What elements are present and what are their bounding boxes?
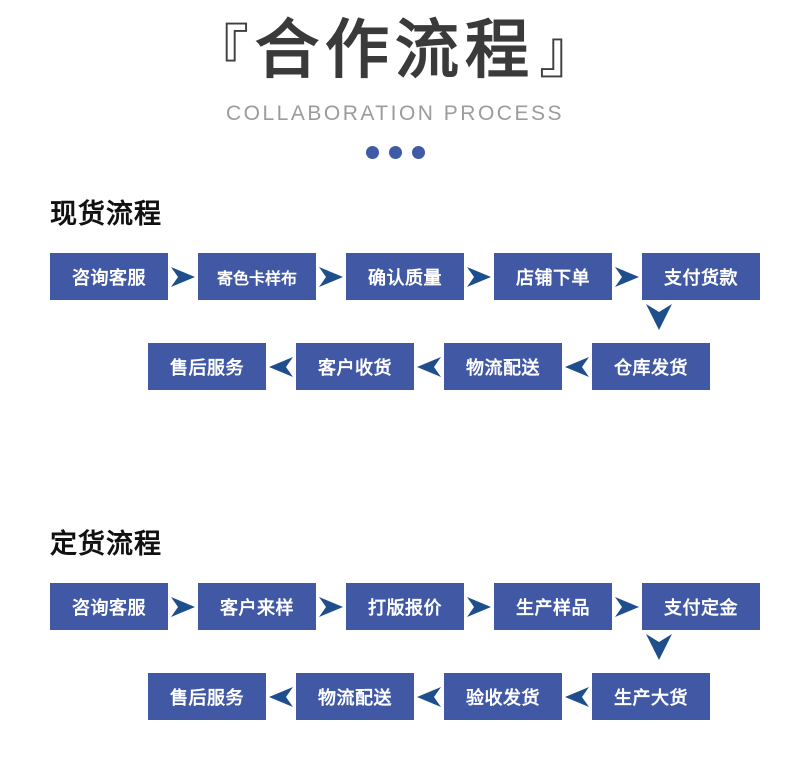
flow-step-box[interactable]: 客户来样	[198, 583, 316, 630]
dot-icon	[365, 145, 379, 159]
arrow-down-icon	[643, 302, 675, 332]
flow-step-box[interactable]: 售后服务	[148, 343, 266, 390]
flow-row-top: 咨询客服 客户来样 打版报价 生产样品 支付定金	[0, 583, 790, 630]
flow-step-box[interactable]: 物流配送	[296, 673, 414, 720]
arrow-right-icon	[464, 265, 494, 289]
page-subtitle: COLLABORATION PROCESS	[225, 101, 564, 125]
arrow-right-icon	[464, 595, 494, 619]
page-title-text: 合作流程	[255, 14, 535, 86]
row-connector	[0, 300, 790, 343]
flow-row-bottom: 售后服务 客户收货 物流配送 仓库发货	[0, 343, 790, 390]
arrow-right-icon	[168, 265, 198, 289]
flow-step-box[interactable]: 打版报价	[346, 583, 464, 630]
flow-step-box[interactable]: 店铺下单	[494, 253, 612, 300]
flow-step-box[interactable]: 仓库发货	[592, 343, 710, 390]
flow-step-box[interactable]: 物流配送	[444, 343, 562, 390]
section-stock-process: 现货流程 咨询客服 寄色卡样布 确认质量 店铺下单 支付货款 售后服务 客户收货	[0, 192, 790, 390]
quote-close-icon: 』	[539, 20, 600, 85]
arrow-left-icon	[414, 355, 444, 379]
flow-step-box[interactable]: 支付货款	[642, 253, 760, 300]
row-connector	[0, 630, 790, 673]
arrow-left-icon	[414, 685, 444, 709]
flow-row-top: 咨询客服 寄色卡样布 确认质量 店铺下单 支付货款	[0, 253, 790, 300]
arrow-down-icon	[643, 632, 675, 662]
flow-step-box[interactable]: 支付定金	[642, 583, 760, 630]
quote-open-icon: 『	[190, 20, 251, 85]
flow-step-box[interactable]: 寄色卡样布	[198, 253, 316, 300]
arrow-left-icon	[266, 685, 296, 709]
flow-step-box[interactable]: 咨询客服	[50, 253, 168, 300]
arrow-right-icon	[612, 595, 642, 619]
dot-icon	[411, 145, 425, 159]
flow-step-box[interactable]: 售后服务	[148, 673, 266, 720]
page-header: 『合作流程』 COLLABORATION PROCESS	[0, 0, 790, 159]
flow-step-box[interactable]: 生产大货	[592, 673, 710, 720]
flow-row-bottom: 售后服务 物流配送 验收发货 生产大货	[0, 673, 790, 720]
dot-separator	[0, 126, 790, 159]
section-title: 现货流程	[50, 199, 162, 229]
arrow-right-icon	[168, 595, 198, 619]
dot-icon	[388, 145, 402, 159]
page-title: 『合作流程』	[0, 0, 790, 88]
section-custom-order-process: 定货流程 咨询客服 客户来样 打版报价 生产样品 支付定金 售后服务 物流配送	[0, 522, 790, 720]
arrow-left-icon	[562, 355, 592, 379]
arrow-right-icon	[316, 595, 346, 619]
flow-step-box[interactable]: 确认质量	[346, 253, 464, 300]
section-title: 定货流程	[50, 529, 162, 559]
arrow-right-icon	[612, 265, 642, 289]
flow-step-box[interactable]: 咨询客服	[50, 583, 168, 630]
flow-step-box[interactable]: 生产样品	[494, 583, 612, 630]
flow-step-box[interactable]: 客户收货	[296, 343, 414, 390]
arrow-left-icon	[562, 685, 592, 709]
arrow-right-icon	[316, 265, 346, 289]
arrow-left-icon	[266, 355, 296, 379]
flow-step-box[interactable]: 验收发货	[444, 673, 562, 720]
